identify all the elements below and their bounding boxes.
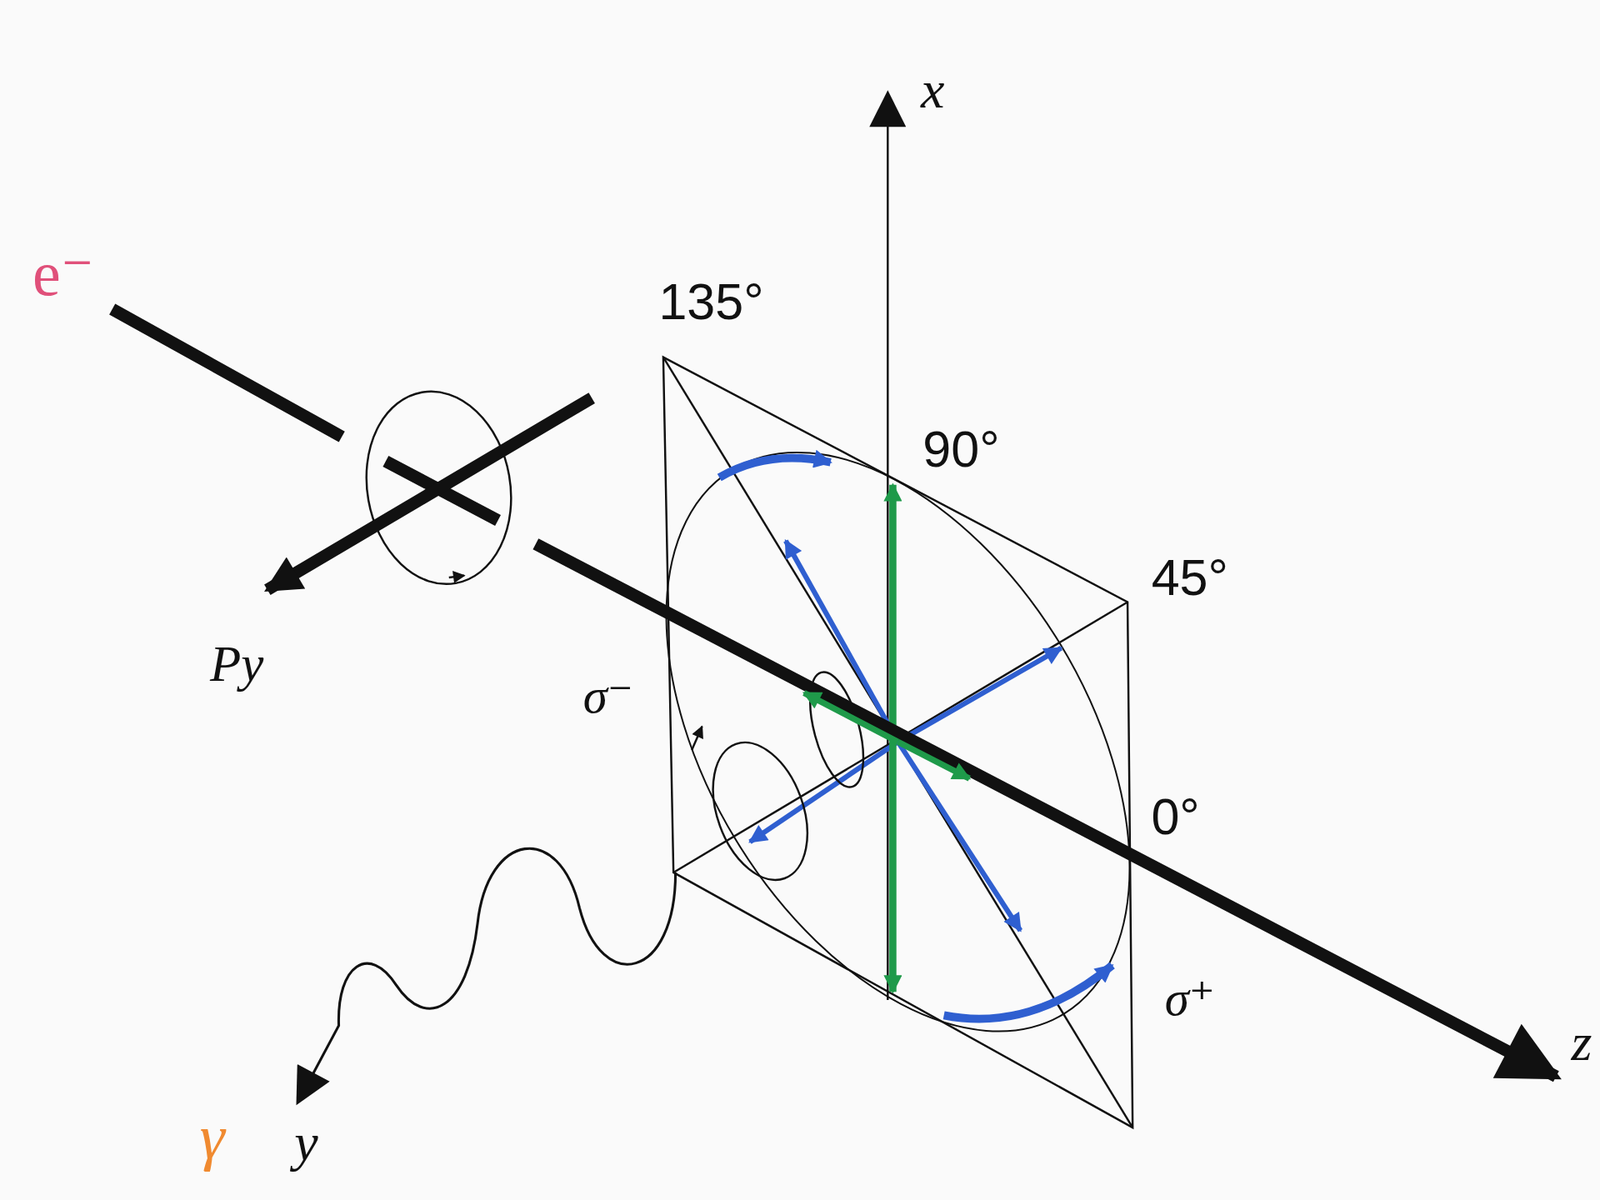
circular-arrow xyxy=(719,458,830,478)
polarization-label: Py xyxy=(210,637,264,689)
helicity-label: σ⁺ xyxy=(1165,973,1215,1023)
axis-label: z xyxy=(1571,1015,1593,1070)
rotation-loop xyxy=(695,729,825,893)
angle-label: 135° xyxy=(658,276,764,328)
polarization-circle xyxy=(663,357,1133,1127)
field-vector xyxy=(804,692,899,742)
angle-label: 45° xyxy=(1151,552,1229,604)
photon-wave xyxy=(298,848,676,1102)
polarization-frame xyxy=(663,357,1133,1128)
diagonal-line xyxy=(663,357,1133,1128)
angle-label: 90° xyxy=(922,423,1000,475)
spin-arrow xyxy=(267,398,592,590)
particle-label: γ xyxy=(200,1105,225,1169)
particle-label: e⁻ xyxy=(32,241,95,305)
axis-label: x xyxy=(920,63,945,117)
x-axis xyxy=(886,94,889,1000)
beam-axis xyxy=(112,309,343,437)
helicity-label: σ⁻ xyxy=(583,671,634,721)
field-vector xyxy=(750,741,899,842)
loop-arrow xyxy=(691,726,702,750)
axis-label: y xyxy=(294,1115,318,1170)
field-vector xyxy=(898,741,970,779)
loop-arrow xyxy=(449,575,465,578)
angle-label: 0° xyxy=(1150,790,1200,842)
field-vector xyxy=(898,648,1062,743)
field-vector xyxy=(898,741,1021,931)
field-vector xyxy=(785,540,899,742)
beam-axis xyxy=(535,544,1556,1077)
circular-arrow xyxy=(944,965,1113,1019)
